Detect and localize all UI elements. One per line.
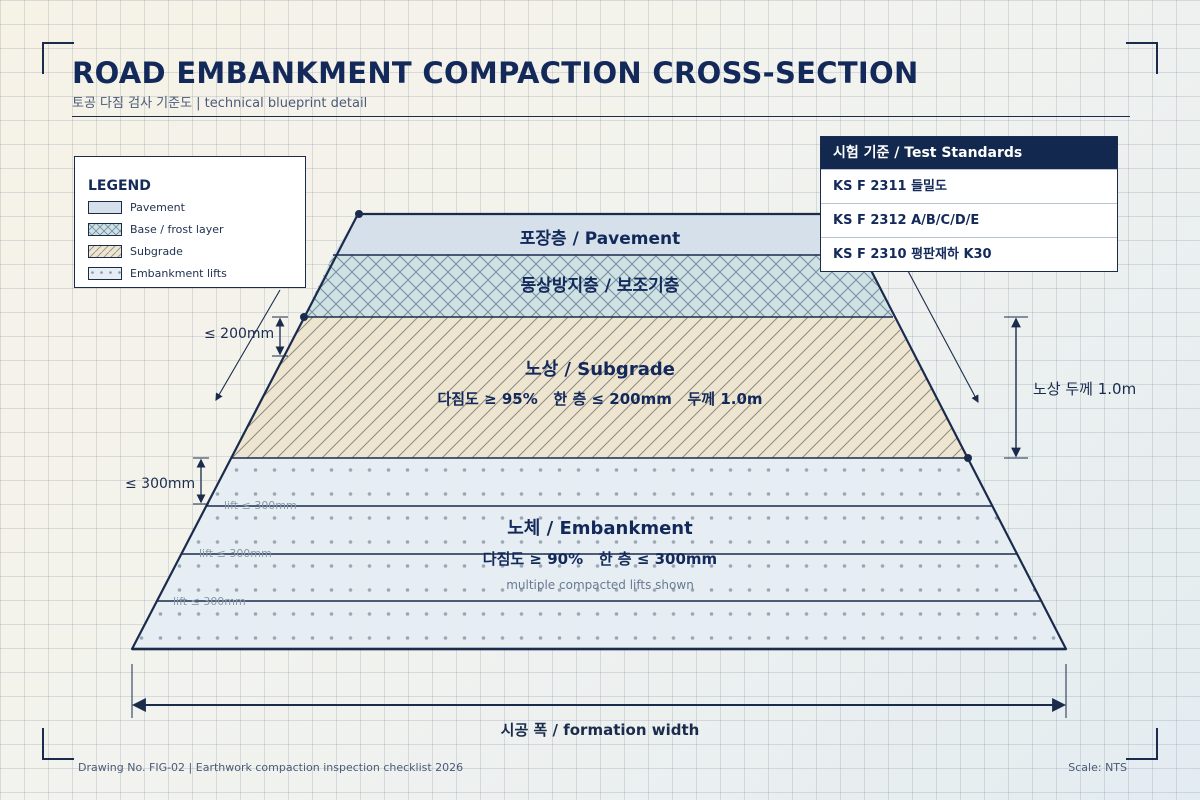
vertex-dot: [355, 210, 363, 218]
pavement-label: 포장층 / Pavement: [520, 229, 681, 249]
drawing-number: Drawing No. FIG-02 | Earthwork compactio…: [78, 761, 464, 774]
subgrade-hatch: [232, 317, 968, 458]
page-subtitle: 토공 다짐 검사 기준도 | technical blueprint detai…: [72, 96, 368, 111]
legend-label: Subgrade: [130, 244, 183, 258]
subgrade-spec: 다짐도 ≥ 95% 한 층 ≤ 200mm 두께 1.0m: [437, 390, 762, 408]
legend-label: Embankment lifts: [130, 266, 227, 280]
corner-mark-top-right: [1126, 42, 1158, 74]
pavement-layer: [333, 214, 862, 255]
corner-mark-top-left: [42, 42, 74, 74]
embankment-spec: 다짐도 ≥ 90% 한 층 ≤ 300mm: [483, 550, 717, 568]
test-standards-box: 시험 기준 / Test Standards KS F 2311 들밀도 KS …: [820, 136, 1118, 272]
standard-item: KS F 2312 A/B/C/D/E: [821, 203, 1117, 237]
embankment-lift-dimension: ≤ 300mm: [125, 476, 195, 492]
legend-item-embankment: Embankment lifts: [88, 262, 305, 284]
diagonal-hatch-swatch: [88, 244, 122, 258]
legend-item-base: Base / frost layer: [88, 218, 305, 240]
legend-title: LEGEND: [88, 178, 151, 194]
legend-box: LEGEND Pavement Base / frost layer Subgr…: [74, 156, 306, 288]
subgrade-lift-dimension: ≤ 200mm: [204, 326, 274, 342]
pavement-swatch: [88, 200, 122, 214]
page-title: ROAD EMBANKMENT COMPACTION CROSS-SECTION: [72, 56, 919, 90]
embankment-label: 노체 / Embankment: [507, 518, 693, 539]
crosshatch-swatch: [88, 222, 122, 236]
standard-item: KS F 2310 평판재하 K30: [821, 237, 1117, 271]
formation-width-label: 시공 폭 / formation width: [501, 721, 700, 739]
vertex-dot: [300, 313, 308, 321]
corner-mark-bottom-right: [1126, 728, 1158, 760]
title-divider: [72, 116, 1130, 117]
vertex-dot: [964, 454, 972, 462]
drawing-scale: Scale: NTS: [1068, 761, 1127, 774]
leader-line: [215, 289, 281, 401]
standard-item: KS F 2311 들밀도: [821, 169, 1117, 203]
leader-line: [907, 270, 979, 404]
legend-item-subgrade: Subgrade: [88, 240, 305, 262]
lift-label: lift ≤ 300mm: [224, 499, 297, 512]
subgrade-label: 노상 / Subgrade: [525, 359, 675, 380]
corner-mark-bottom-left: [42, 728, 74, 760]
lift-label: lift ≤ 300mm: [199, 547, 272, 560]
base-crosshatch: [304, 255, 893, 317]
legend-item-pavement: Pavement: [88, 196, 305, 218]
lift-label: lift ≤ 300mm: [173, 595, 246, 608]
base-layer-label: 동상방지층 / 보조기층: [521, 276, 680, 296]
test-standards-title: 시험 기준 / Test Standards: [821, 137, 1117, 169]
legend-label: Base / frost layer: [130, 222, 224, 236]
subgrade-thickness-dimension: 노상 두께 1.0m: [1033, 380, 1136, 398]
legend-label: Pavement: [130, 200, 185, 214]
dot-pattern-swatch: [88, 266, 122, 280]
embankment-note: multiple compacted lifts shown: [506, 578, 694, 592]
